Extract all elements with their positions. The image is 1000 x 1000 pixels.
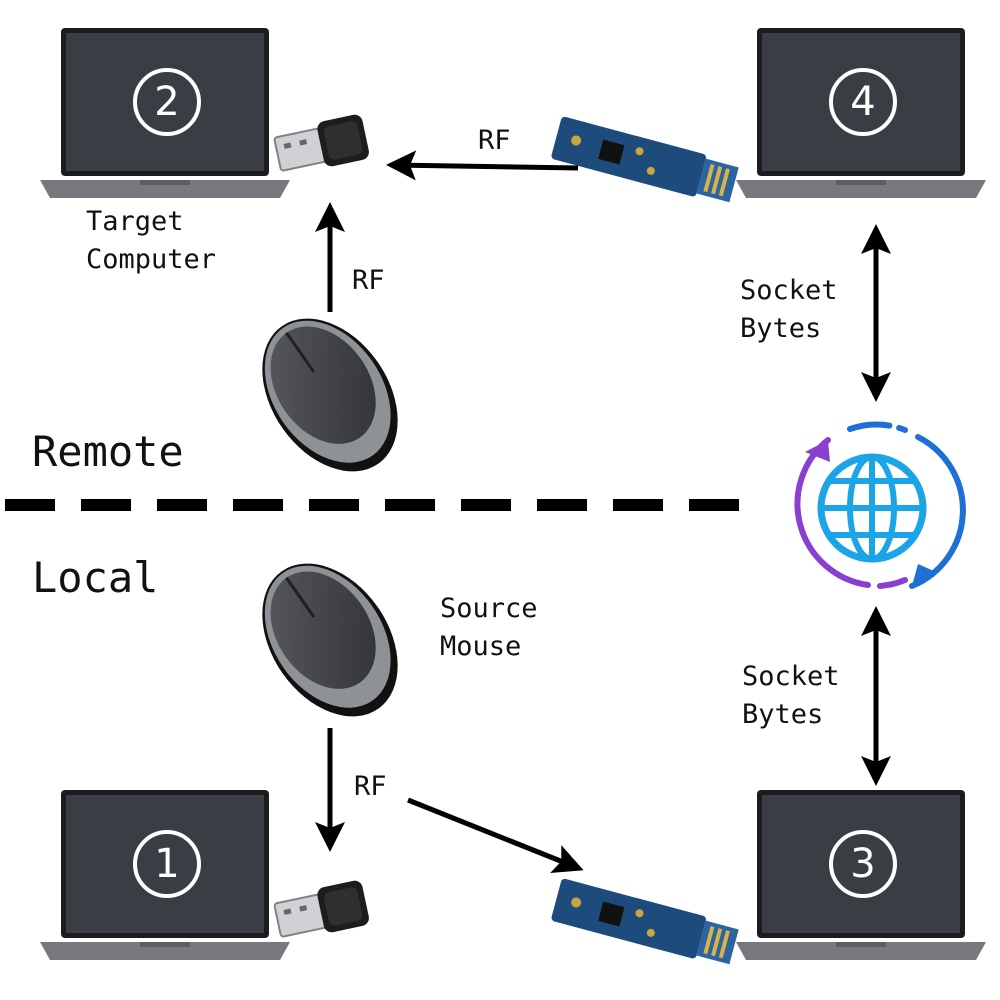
usb-dongle-icon [273,880,369,938]
mouse-icon [262,563,398,717]
source-mouse-label: Source Mouse [440,593,538,662]
mouse-icon [262,318,398,472]
laptop-2-target-computer: 2 [40,28,290,198]
laptop-4: 4 [736,28,986,198]
target-computer-label: Target Computer [86,206,217,275]
usb-dongle-icon [273,114,369,172]
rf-label-top: RF [478,125,511,156]
rf-board-icon [551,878,739,965]
laptop-number-badge: 1 [133,830,201,898]
arrow-rf-board-to-dongle [386,150,579,181]
laptop-1: 1 [40,790,290,960]
remote-zone-label: Remote [32,427,184,476]
rf-label-local-mouse: RF [354,771,387,802]
local-zone-label: Local [32,553,159,602]
laptop-number-badge: 4 [829,68,897,136]
laptop-number-badge: 2 [133,68,201,136]
laptop-number-badge: 3 [829,830,897,898]
socket-bytes-label-bottom: Socket Bytes [742,661,840,730]
socket-bytes-label-top: Socket Bytes [740,275,838,344]
rf-label-remote-mouse: RF [352,265,385,296]
laptop-3: 3 [736,790,986,960]
rf-board-icon [551,116,739,203]
globe-network-icon [794,421,966,589]
arrow-mouse-to-rf-board [407,797,584,874]
